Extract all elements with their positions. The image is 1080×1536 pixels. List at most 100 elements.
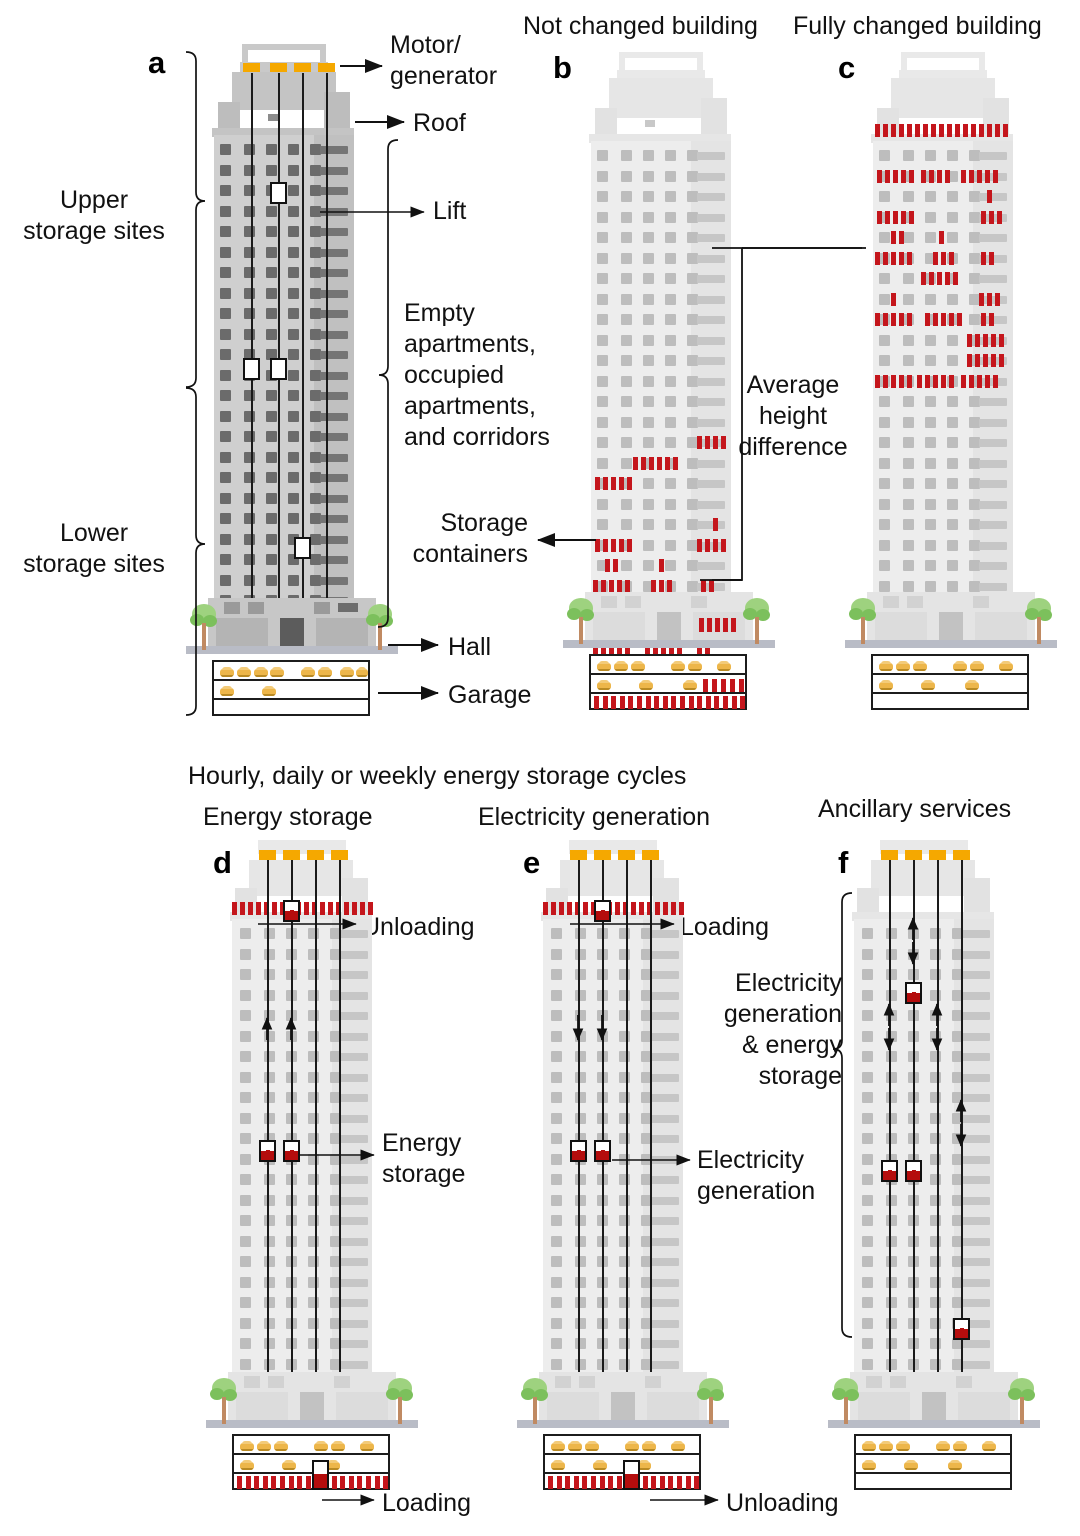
window: [244, 513, 255, 524]
corridor-band: [320, 351, 348, 359]
storage-container-icon: [331, 1476, 337, 1489]
window: [308, 948, 319, 960]
garage-level: [591, 675, 745, 694]
window: [886, 1030, 897, 1042]
storage-container-icon: [987, 124, 992, 137]
window: [903, 355, 914, 366]
window: [330, 1010, 341, 1021]
storage-container-icon: [971, 124, 976, 137]
storage-container-icon: [608, 1476, 614, 1489]
window: [925, 355, 936, 366]
storage-container-icon: [559, 902, 564, 915]
window: [266, 287, 277, 299]
machine-deck: [258, 840, 346, 854]
window: [621, 437, 632, 448]
window: [244, 185, 255, 196]
storage-container-icon: [999, 333, 1004, 347]
window: [244, 349, 255, 360]
window: [665, 560, 676, 571]
window: [665, 355, 676, 366]
building-f: [838, 840, 1028, 1420]
hall-entrance-door: [922, 1392, 946, 1420]
window: [879, 355, 890, 366]
hall-colonnade: [875, 612, 927, 640]
storage-container-icon: [288, 1476, 294, 1489]
window: [310, 513, 321, 524]
window: [310, 246, 321, 258]
window: [687, 314, 698, 325]
window: [925, 519, 936, 530]
panel-letter-a: a: [148, 45, 166, 80]
corridor-band: [651, 1278, 679, 1287]
window: [240, 1133, 251, 1144]
window: [952, 1276, 963, 1288]
window: [969, 560, 980, 571]
window: [330, 1358, 341, 1370]
window: [665, 539, 676, 551]
storage-container-icon: [611, 696, 617, 709]
storage-container-icon: [383, 1476, 389, 1489]
window: [597, 150, 608, 161]
corridor-band: [651, 1176, 679, 1184]
window: [330, 1153, 341, 1165]
storage-container-icon: [567, 902, 572, 915]
corridor-band: [962, 1340, 990, 1348]
building-c: [855, 48, 1045, 653]
window: [930, 1215, 941, 1226]
corridor-band: [320, 515, 348, 523]
window: [575, 1112, 586, 1124]
window: [947, 437, 958, 448]
window: [643, 498, 654, 510]
window: [288, 410, 299, 422]
tower-corridor-wing: [643, 919, 683, 1413]
window: [288, 205, 299, 217]
window: [244, 472, 255, 483]
window: [575, 1358, 586, 1370]
storage-container-icon: [582, 1476, 588, 1489]
window: [925, 560, 936, 571]
storage-container-icon: [603, 538, 608, 552]
window: [266, 410, 277, 422]
storage-container-icon: [933, 251, 938, 265]
motor-generator-icon: [618, 850, 635, 862]
window: [641, 1276, 652, 1288]
window: [220, 492, 231, 504]
parked-car-icon: [970, 660, 984, 672]
lift-cable: [626, 860, 628, 1420]
window: [575, 1215, 586, 1226]
corridor-band: [320, 392, 348, 400]
label-lower-storage-sites: Lower storage sites: [23, 519, 165, 578]
machine-deck: [242, 44, 326, 50]
storage-container-icon: [987, 292, 992, 306]
window: [687, 396, 698, 407]
roof-slab: [212, 128, 354, 137]
window: [879, 232, 890, 243]
storage-container-icon: [891, 251, 896, 265]
building-b: [573, 48, 763, 654]
window: [665, 457, 676, 469]
corridor-band: [320, 556, 348, 564]
window: [687, 519, 698, 530]
window: [330, 1297, 341, 1308]
parked-car-icon: [879, 679, 893, 691]
parked-car-icon: [331, 1440, 345, 1452]
parked-car-icon: [240, 1440, 254, 1452]
window: [264, 1133, 275, 1144]
parked-car-icon: [862, 1459, 876, 1471]
window: [597, 396, 608, 407]
window: [687, 252, 698, 264]
window: [687, 560, 698, 571]
window: [266, 390, 277, 401]
corridor-band: [962, 1032, 990, 1041]
storage-container-icon: [893, 169, 898, 183]
motor-generator-icon: [953, 850, 970, 862]
window: [619, 1153, 630, 1165]
storage-container-icon: [939, 231, 944, 244]
window: [687, 334, 698, 346]
storage-container-icon: [297, 1476, 303, 1489]
window: [244, 164, 255, 176]
window: [925, 478, 936, 489]
window: [879, 478, 890, 489]
storage-container-icon: [941, 251, 946, 265]
window: [969, 273, 980, 284]
